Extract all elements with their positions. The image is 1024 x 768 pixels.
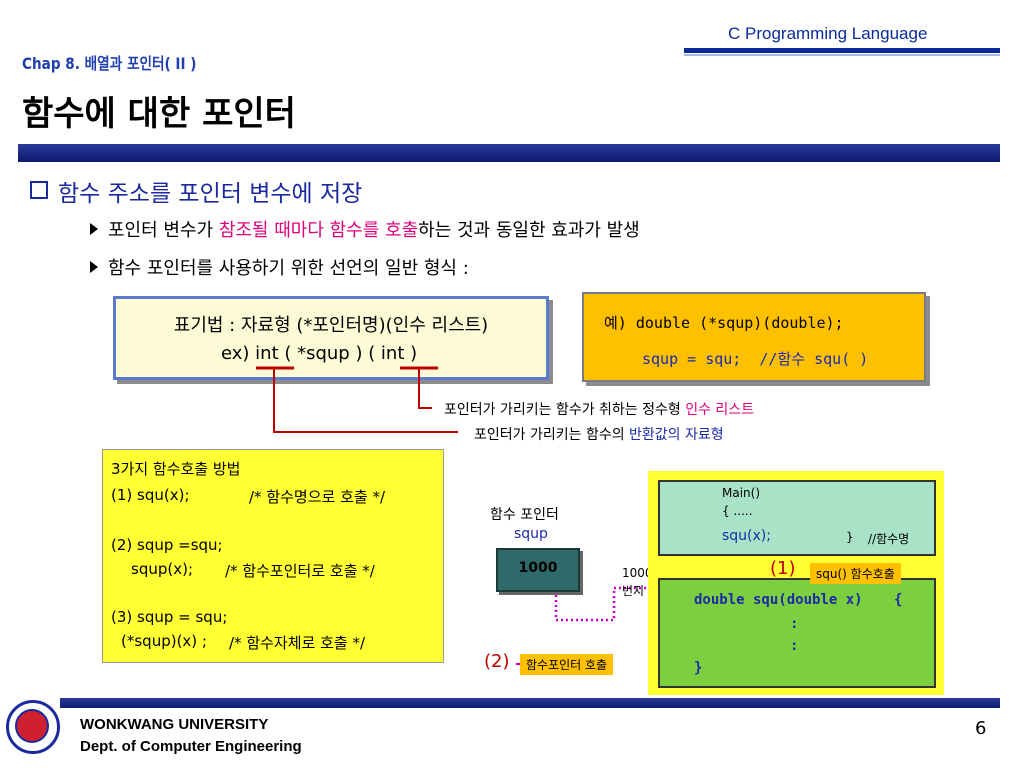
call-3b-comment: /* 함수자체로 호출 */ — [229, 634, 366, 652]
department-name: Dept. of Computer Engineering — [80, 738, 302, 755]
call-1: (1) squ(x); — [111, 486, 190, 504]
main-line-2: { ..... — [722, 504, 753, 518]
main-function-box: Main() { ..... squ(x); } //함수명 — [658, 480, 936, 556]
main-bullet: 함수 주소를 포인터 변수에 저장 — [30, 174, 362, 208]
sub-bullet-1: 포인터 변수가 참조될 때마다 함수를 호출하는 것과 동일한 효과가 발생 — [90, 216, 640, 242]
sub-bullet-1-text-a: 포인터 변수가 — [108, 220, 219, 241]
pointer-dotted-connector — [554, 586, 650, 622]
note-1-text: 포인터가 가리키는 함수가 취하는 정수형 — [444, 402, 686, 418]
call-2b-comment: /* 함수포인터로 호출 */ — [225, 562, 375, 580]
call-3a: (3) squp = squ; — [111, 608, 228, 626]
sub-bullet-2: 함수 포인터를 사용하기 위한 선언의 일반 형식 : — [90, 254, 469, 280]
address-label: 1000 — [622, 566, 653, 580]
call-2b-code: squp(x); — [131, 560, 193, 578]
sub-bullet-1-text-b: 하는 것과 동일한 효과가 발생 — [418, 220, 640, 241]
call-1-comment: /* 함수명으로 호출 */ — [249, 488, 386, 506]
footer-bar — [60, 698, 1000, 708]
fn-line-2: : — [790, 616, 799, 632]
example-line-2: squp = squ; //함수 squ( ) — [642, 348, 868, 369]
marker-2: (2) — [484, 651, 510, 672]
note-1-highlight: 인수 리스트 — [685, 402, 755, 418]
main-line-1: Main() — [722, 486, 761, 500]
course-underline — [684, 48, 1000, 53]
note2-connector — [273, 368, 458, 433]
checkbox-bullet-icon — [30, 181, 48, 199]
syntax-line-2: ex) int ( *squp ) ( int ) — [221, 343, 418, 364]
example-line-1: 예) double (*squp)(double); — [604, 314, 844, 332]
title-divider-bar — [18, 144, 1000, 162]
triangle-bullet-icon — [90, 223, 98, 235]
slide-title: 함수에 대한 포인터 — [22, 94, 296, 134]
chapter-label: Chap 8. 배열과 포인터( II ) — [22, 54, 197, 73]
main-line-3: squ(x); — [722, 528, 771, 544]
pointer-value: 1000 — [518, 560, 558, 576]
example-code: squp = squ; — [642, 350, 742, 368]
example-comment: //함수 squ( ) — [759, 350, 869, 368]
call-methods-box: 3가지 함수호출 방법 (1) squ(x); /* 함수명으로 호출 */ (… — [102, 449, 444, 663]
fn-close-brace: } — [694, 660, 703, 676]
address-unit: 번지 — [622, 584, 645, 598]
main-comment: //함수명 — [868, 532, 910, 546]
tag-pointer-call: 함수포인터 호출 — [520, 654, 614, 675]
fn-signature: double squ(double x) — [694, 592, 863, 608]
squ-function-box: double squ(double x) { : : } — [658, 578, 936, 688]
sub-bullet-2-text: 함수 포인터를 사용하기 위한 선언의 일반 형식 : — [108, 258, 469, 279]
note-2: 포인터가 가리키는 함수의 반환값의 자료형 — [474, 424, 724, 444]
course-underline-light — [684, 54, 1000, 56]
main-bullet-text: 함수 주소를 포인터 변수에 저장 — [58, 181, 363, 207]
note-1: 포인터가 가리키는 함수가 취하는 정수형 인수 리스트 — [444, 399, 754, 419]
university-logo-emblem — [15, 709, 49, 743]
main-close-brace: } — [846, 530, 854, 544]
pointer-value-box: 1000 — [496, 548, 580, 592]
note-2-text: 포인터가 가리키는 함수의 — [474, 427, 630, 443]
marker-1: (1) — [770, 558, 796, 579]
note-2-highlight: 반환값의 자료형 — [629, 427, 724, 443]
sub-bullet-1-highlight: 참조될 때마다 함수를 호출 — [218, 220, 419, 241]
triangle-bullet-icon — [90, 261, 98, 273]
note1-connector — [418, 368, 432, 409]
pointer-name: squp — [514, 526, 548, 542]
calls-heading: 3가지 함수호출 방법 — [111, 460, 241, 478]
tag-squ-call: squ() 함수호출 — [810, 563, 901, 584]
course-title: C Programming Language — [728, 24, 928, 43]
university-name: WONKWANG UNIVERSITY — [80, 716, 269, 733]
page-number: 6 — [975, 718, 987, 739]
call-2a: (2) squp =squ; — [111, 536, 223, 554]
call-1-code: (1) squ(x); — [111, 486, 190, 504]
pointer-label: 함수 포인터 — [490, 507, 559, 523]
syntax-box: 표기법 : 자료형 (*포인터명)(인수 리스트) ex) int ( *squ… — [113, 296, 549, 380]
fn-line-3: : — [790, 638, 799, 654]
syntax-line-1: 표기법 : 자료형 (*포인터명)(인수 리스트) — [173, 315, 489, 336]
call-3b-code: (*squp)(x) ; — [121, 632, 207, 650]
example-box: 예) double (*squp)(double); squp = squ; /… — [582, 292, 926, 382]
fn-open-brace: { — [894, 592, 903, 608]
